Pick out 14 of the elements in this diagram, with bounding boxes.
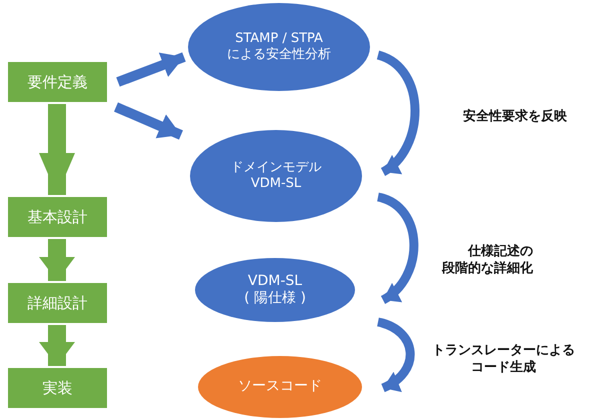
arrow bbox=[116, 52, 186, 87]
process-box: 詳細設計 bbox=[8, 283, 107, 323]
arrow bbox=[114, 102, 183, 140]
arrow bbox=[39, 325, 75, 366]
arrow bbox=[39, 239, 75, 281]
process-ellipse: ソースコード bbox=[198, 356, 362, 418]
process-ellipse: STAMP / STPA による安全性分析 bbox=[188, 3, 370, 91]
process-box: 実装 bbox=[8, 368, 107, 408]
process-ellipse: VDM-SL ( 陽仕様 ) bbox=[195, 258, 355, 322]
arrow bbox=[39, 104, 75, 195]
process-box: 基本設計 bbox=[8, 197, 107, 237]
process-ellipse: ドメインモデル VDM-SL bbox=[190, 130, 362, 222]
arrow bbox=[376, 50, 420, 176]
process-box: 要件定義 bbox=[8, 62, 107, 102]
